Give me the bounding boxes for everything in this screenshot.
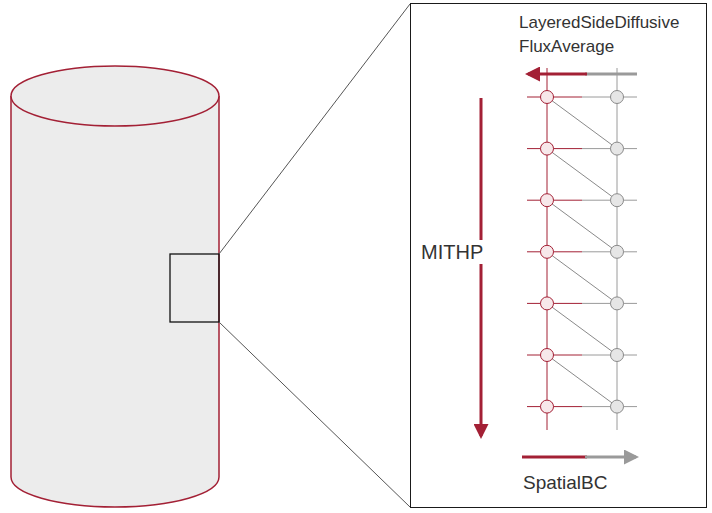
interior-node xyxy=(611,245,624,258)
cylinder xyxy=(11,66,219,507)
boundary-node xyxy=(541,142,554,155)
zoom-line xyxy=(219,322,410,507)
cylinder-top xyxy=(11,66,219,126)
row-line xyxy=(527,200,582,201)
diagonal-link xyxy=(547,97,617,149)
bc-label: SpatialBC xyxy=(523,471,608,495)
zoom-panel: LayeredSideDiffusive FluxAverageMITHP Spa… xyxy=(410,3,707,508)
row-line xyxy=(582,251,637,252)
flux-arrow-tail xyxy=(585,73,637,76)
boundary-node xyxy=(541,297,554,310)
row-line xyxy=(582,200,637,201)
diagonal-link xyxy=(547,200,617,252)
row-line xyxy=(582,97,637,98)
interior-node xyxy=(611,142,624,155)
interior-node xyxy=(611,91,624,104)
cylinder-body xyxy=(11,96,219,507)
diagonal-link xyxy=(547,149,617,201)
bc-arrow xyxy=(585,456,636,459)
row-line xyxy=(527,148,582,149)
flux-arrow xyxy=(528,73,587,76)
diagonal-link xyxy=(547,252,617,304)
interior-node xyxy=(611,297,624,310)
boundary-node xyxy=(541,91,554,104)
boundary-node xyxy=(541,400,554,413)
boundary-node xyxy=(541,349,554,362)
zoom-region xyxy=(170,254,219,322)
mithp-label: MITHP xyxy=(419,240,485,264)
interior-node xyxy=(611,194,624,207)
row-line xyxy=(527,303,582,304)
diagonal-link xyxy=(547,303,617,355)
row-line xyxy=(582,406,637,407)
interior-node xyxy=(611,400,624,413)
boundary-node xyxy=(541,245,554,258)
row-line xyxy=(527,355,582,356)
mesh-grid xyxy=(527,68,637,430)
row-line xyxy=(582,303,637,304)
boundary-node xyxy=(541,194,554,207)
flux-label: LayeredSideDiffusive FluxAverage xyxy=(519,11,704,59)
row-line xyxy=(527,97,582,98)
interior-node xyxy=(611,349,624,362)
row-line xyxy=(527,406,582,407)
row-line xyxy=(582,148,637,149)
zoom-line xyxy=(219,4,410,254)
row-line xyxy=(582,355,637,356)
bc-arrow-start xyxy=(522,456,587,459)
row-line xyxy=(527,251,582,252)
diagonal-link xyxy=(547,355,617,407)
mithp-arrow xyxy=(480,98,483,436)
